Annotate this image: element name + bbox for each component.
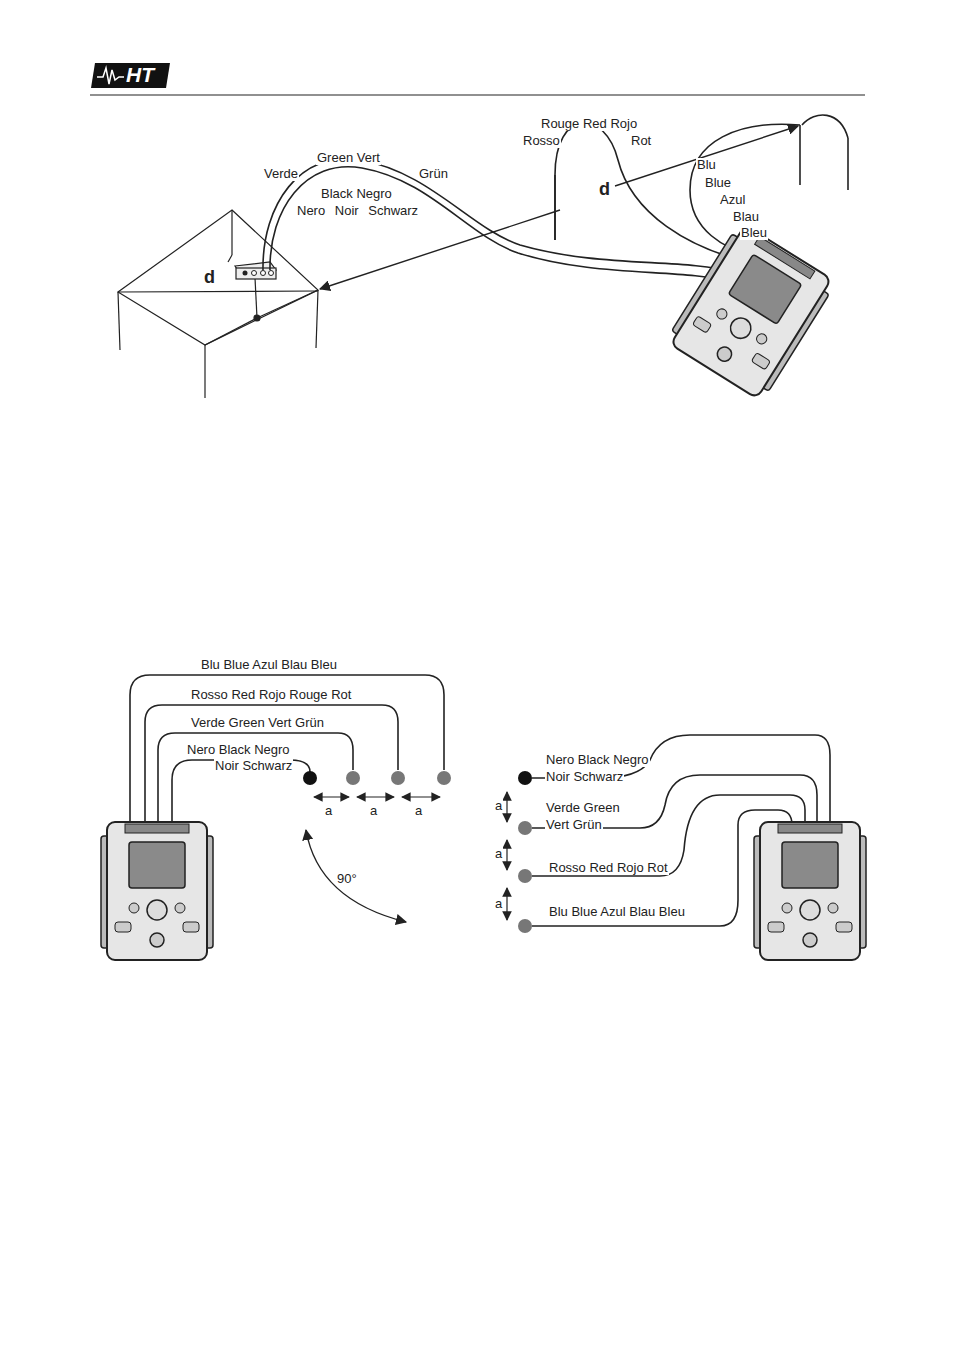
cable-label: Rouge Red Rojo xyxy=(540,117,638,131)
tester xyxy=(754,822,866,960)
cable-label: Rosso xyxy=(522,134,561,148)
electrode xyxy=(437,771,451,785)
spacing-arrows xyxy=(314,796,440,797)
dimension-label: d xyxy=(203,268,216,288)
cable-label: Noir Schwarz xyxy=(214,759,293,773)
cable-label: Blu Blue Azul Blau Bleu xyxy=(200,658,338,672)
cable-label: Rosso Red Rojo Rot xyxy=(548,861,669,875)
cable-label: Blue xyxy=(704,176,732,190)
cable-label: Verde xyxy=(263,167,299,181)
dimension-label: a xyxy=(494,897,503,911)
logo-text: HT xyxy=(125,63,155,86)
cable-label: Verde Green Vert Grün xyxy=(190,716,325,730)
dimension-label: a xyxy=(494,799,503,813)
electrode xyxy=(518,821,532,835)
dimension-label: a xyxy=(369,804,378,818)
cable-label: Grün xyxy=(418,167,449,181)
cable-label: Nero Black Negro xyxy=(186,743,291,757)
electrode xyxy=(391,771,405,785)
cable-label: Bleu xyxy=(740,226,768,240)
rotation-arrow xyxy=(306,830,406,922)
spacing-arrows xyxy=(506,792,507,920)
electrode xyxy=(303,771,317,785)
earth-grid xyxy=(118,210,318,398)
dimension-label: a xyxy=(494,847,503,861)
tester xyxy=(101,822,213,960)
distance-arrow xyxy=(320,210,560,289)
dimension-label: a xyxy=(324,804,333,818)
cable-label: Rot xyxy=(630,134,652,148)
cable-label: Blu xyxy=(696,158,717,172)
electrode xyxy=(346,771,360,785)
logo xyxy=(91,63,170,88)
cable-label: Vert Grün xyxy=(545,818,603,832)
cable-label: Green Vert xyxy=(316,151,381,165)
wenner-cables xyxy=(130,675,444,825)
electrode xyxy=(518,771,532,785)
cable-label: Azul xyxy=(719,193,746,207)
cable-label: Noir Schwarz xyxy=(545,770,624,784)
cable-label: Rosso Red Rojo Rouge Rot xyxy=(190,688,352,702)
cable-label: Blau xyxy=(732,210,760,224)
cable-label: Nero Black Negro xyxy=(545,753,650,767)
angle-label: 90° xyxy=(336,872,358,886)
tester xyxy=(665,222,836,402)
cable-label: Black Negro xyxy=(320,187,393,201)
dimension-label: a xyxy=(414,804,423,818)
cable-label: Nero Noir Schwarz xyxy=(296,204,419,218)
dimension-label: d xyxy=(598,180,611,200)
cable-label: Verde Green xyxy=(545,801,621,815)
cable-label: Blu Blue Azul Blau Bleu xyxy=(548,905,686,919)
header-rule xyxy=(90,94,865,95)
electrode xyxy=(518,919,532,933)
electrode xyxy=(518,869,532,883)
